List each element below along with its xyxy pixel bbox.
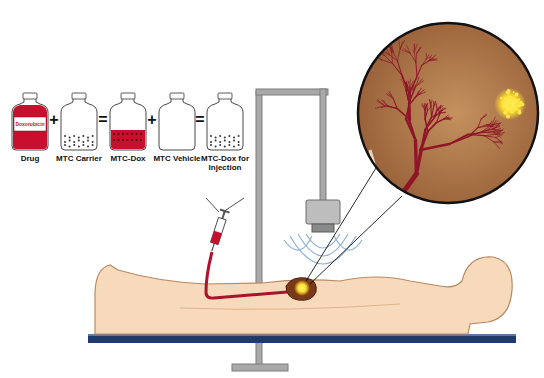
bottle-node: MTC-Dox (104, 90, 152, 228)
magnet-pole (312, 224, 334, 232)
stand-arm (256, 89, 328, 95)
bottle-outline (153, 90, 201, 152)
carrier-particles (64, 135, 94, 148)
operator-sign: + (49, 112, 58, 128)
patient-body (95, 257, 512, 334)
bottle-caption: MTC Carrier (55, 154, 103, 163)
magnified-inset (358, 23, 538, 203)
bottle-outline (201, 90, 249, 152)
bottle-node: DoxorubicinDrug (6, 90, 54, 228)
magnet (306, 200, 340, 224)
bottle-node: MTC Vehicle (153, 90, 201, 228)
bottle-caption: MTC-Dox for Injection (201, 154, 249, 172)
bottle-cap (121, 93, 135, 99)
bottle-caption: Drug (6, 154, 54, 163)
particle-cluster (494, 88, 526, 120)
magnetic-field (284, 234, 362, 264)
carrier-particles (113, 133, 142, 141)
zoom-lines (306, 168, 402, 284)
bottle-outline (104, 90, 152, 152)
operator-sign: + (147, 112, 156, 128)
pointer-lines (206, 198, 244, 212)
bottle-cap (23, 93, 37, 99)
bottle-node: MTC-Dox for Injection (201, 90, 249, 237)
bottle-label-text: Doxorubicin (14, 122, 46, 127)
bottle (110, 98, 146, 150)
bottle-caption: MTC-Dox (104, 154, 152, 163)
drug-spot (294, 280, 310, 296)
blood-vessels (374, 39, 505, 208)
stand-arm (320, 89, 326, 201)
catheter-tube (206, 252, 287, 298)
drug-liquid (111, 130, 145, 149)
operator-sign: = (98, 112, 107, 128)
bottle-cap (170, 93, 184, 99)
syringe (207, 209, 230, 253)
bottle-cap (72, 93, 86, 99)
carrier-particles (210, 135, 240, 148)
bottle (61, 98, 97, 150)
bottle-label (14, 117, 46, 131)
bottle-caption: MTC Vehicle (153, 154, 201, 163)
bottle-outline (55, 90, 103, 152)
bottle-node: MTC Carrier (55, 90, 103, 228)
operator-sign: = (195, 112, 204, 128)
bottle (159, 98, 195, 150)
stand-base (232, 364, 288, 371)
drug-liquid (13, 105, 47, 149)
bottle-cap (218, 93, 232, 99)
bottle (207, 98, 243, 150)
inset-border (358, 23, 538, 203)
liver (286, 278, 316, 301)
patient-arm (180, 304, 400, 309)
table (88, 334, 516, 343)
bottle (12, 98, 48, 150)
